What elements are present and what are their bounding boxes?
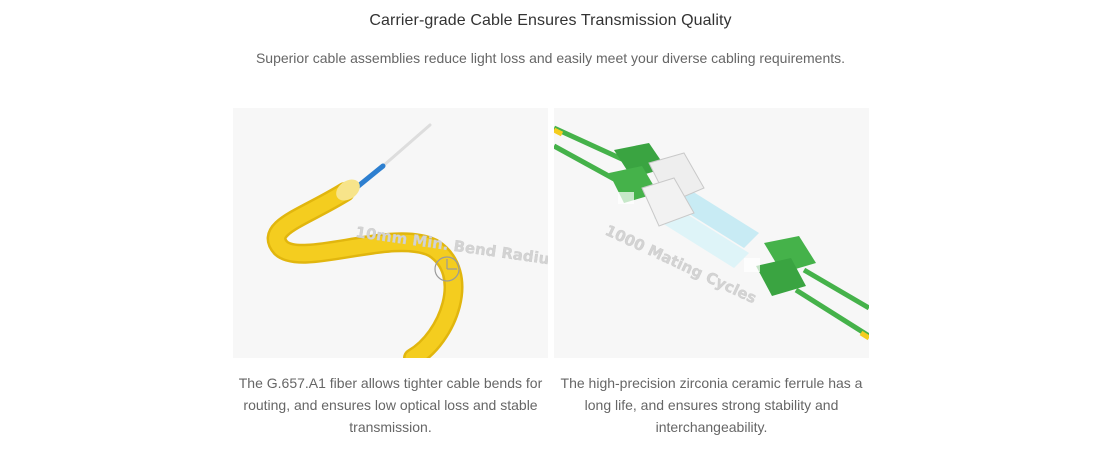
card-caption: The high-precision zirconia ceramic ferr…	[560, 375, 863, 435]
feature-card-bend-radius: 10mm Min. Bend Radius The G.657.A1 fiber…	[233, 108, 548, 438]
fiber-bend-icon: 10mm Min. Bend Radius	[266, 123, 548, 358]
card-caption: The G.657.A1 fiber allows tighter cable …	[238, 375, 543, 435]
section-subtitle: Superior cable assemblies reduce light l…	[255, 50, 846, 66]
sc-connector-image: 1000 Mating Cycles	[554, 108, 869, 358]
fiber-bend-image: 10mm Min. Bend Radius	[233, 108, 548, 358]
section-title: Carrier-grade Cable Ensures Transmission…	[369, 12, 732, 29]
sc-connector-icon: 1000 Mating Cycles	[554, 125, 869, 341]
feature-card-mating-cycles: 1000 Mating Cycles The high-precision zi…	[554, 108, 869, 438]
